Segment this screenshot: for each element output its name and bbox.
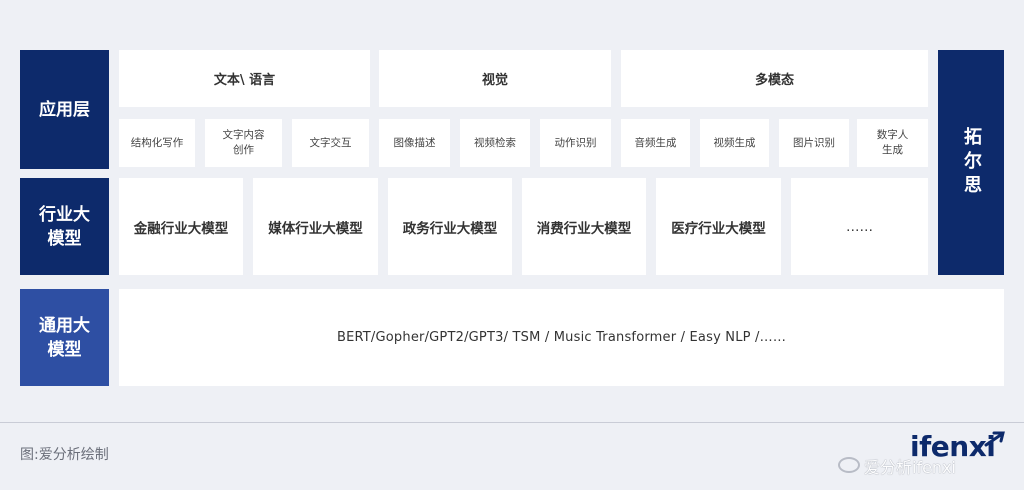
industry-model-label: 行业大 模型	[20, 178, 109, 275]
category-text-language-label: 文本\ 语言	[213, 73, 276, 88]
industry-model-item-label: 政务行业大模型	[402, 220, 498, 237]
app-item-label: 图片识别	[793, 136, 835, 149]
industry-model-item-label: ……	[846, 218, 873, 235]
category-vision-label: 视觉	[481, 73, 508, 88]
industry-model-item: 医疗行业大模型	[656, 178, 781, 275]
app-item: 视频检索	[460, 119, 530, 167]
watermark-text: 爱分析ifenxi	[864, 458, 956, 477]
industry-model-item-label: 医疗行业大模型	[671, 220, 766, 237]
general-model-content-text: BERT/Gopher/GPT2/GPT3/ TSM / Music Trans…	[336, 330, 787, 345]
app-item-label: 视频生成	[713, 136, 756, 149]
general-model-content: BERT/Gopher/GPT2/GPT3/ TSM / Music Trans…	[119, 289, 1004, 386]
app-item: 图片识别	[779, 119, 849, 167]
industry-model-item-label: 消费行业大模型	[536, 220, 632, 237]
general-model-label-text: 通用大 模型	[39, 315, 90, 360]
weibo-icon	[838, 457, 860, 473]
footer-divider	[0, 422, 1024, 423]
app-item: 数字人 生成	[857, 119, 928, 167]
general-model-label: 通用大 模型	[20, 289, 109, 386]
ifenxi-logo: ifenxi	[910, 430, 996, 463]
industry-model-item: 政务行业大模型	[388, 178, 512, 275]
watermark: 爱分析ifenxi	[864, 454, 956, 478]
app-item: 图像描述	[379, 119, 450, 167]
category-multimodal: 多模态	[621, 50, 928, 107]
app-item-label: 结构化写作	[130, 136, 184, 149]
vendor-label-text: 拓尔思	[961, 126, 982, 199]
ifenxi-logo-text: ifenxi	[910, 430, 996, 463]
category-text-language: 文本\ 语言	[119, 50, 370, 107]
app-item: 结构化写作	[119, 119, 195, 167]
app-item-label: 动作识别	[554, 136, 597, 149]
app-item: 动作识别	[540, 119, 611, 167]
industry-model-item: 消费行业大模型	[522, 178, 646, 275]
industry-model-item: 金融行业大模型	[119, 178, 243, 275]
figure-caption: 图:爱分析绘制	[20, 444, 109, 464]
app-item-label: 音频生成	[634, 136, 677, 149]
industry-model-item-label: 媒体行业大模型	[268, 220, 363, 237]
app-item: 音频生成	[621, 119, 690, 167]
app-item: 文字交互	[292, 119, 369, 167]
app-item: 文字内容 创作	[205, 119, 282, 167]
application-layer-label-text: 应用层	[39, 99, 90, 120]
logo-arrow-icon	[984, 431, 1005, 447]
vendor-label: 拓尔思	[938, 50, 1004, 275]
app-item-label: 数字人 生成	[876, 129, 909, 156]
app-item-label: 文字交互	[309, 136, 352, 149]
app-item-label: 文字内容 创作	[222, 129, 265, 156]
category-multimodal-label: 多模态	[754, 73, 794, 88]
industry-model-label-text: 行业大 模型	[39, 204, 90, 249]
app-item: 视频生成	[700, 119, 769, 167]
category-vision: 视觉	[379, 50, 611, 107]
app-item-label: 图像描述	[393, 136, 436, 149]
app-item-label: 视频检索	[474, 136, 516, 149]
application-layer-label: 应用层	[20, 50, 109, 169]
industry-model-item-more: ……	[791, 178, 928, 275]
figure-caption-text: 图:爱分析绘制	[20, 447, 109, 463]
industry-model-item-label: 金融行业大模型	[133, 220, 229, 237]
industry-model-item: 媒体行业大模型	[253, 178, 378, 275]
